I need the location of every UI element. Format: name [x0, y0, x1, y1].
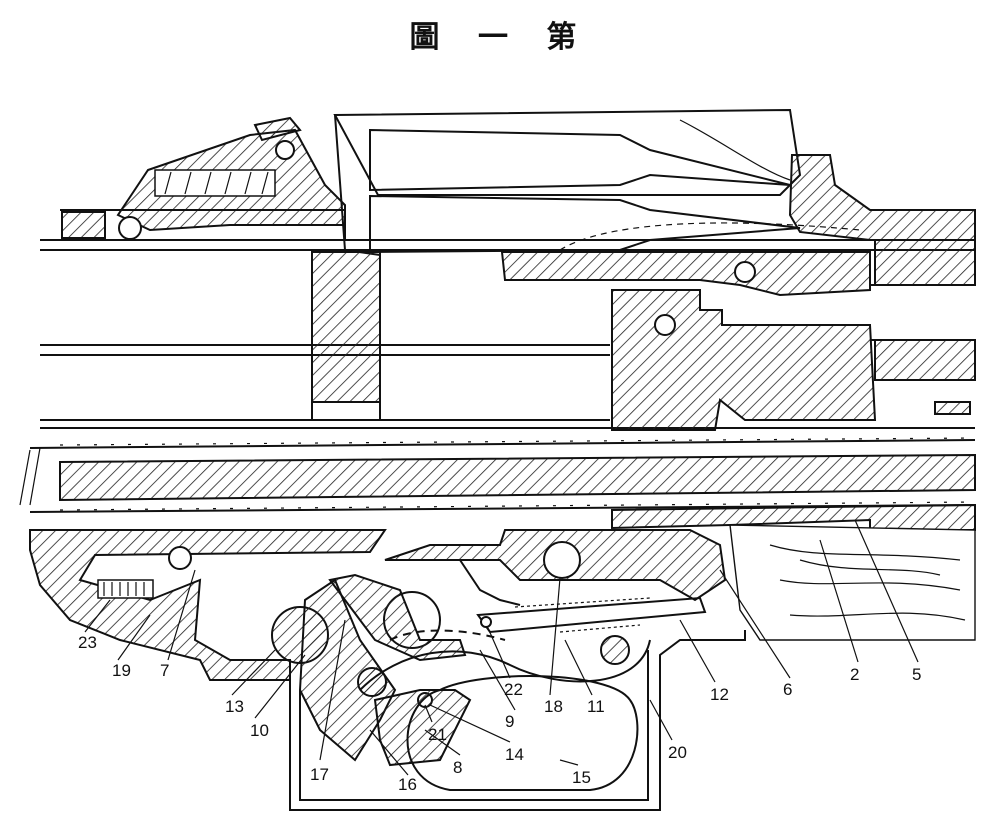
part-number: 22 — [504, 680, 523, 699]
sear-spring-23 — [97, 579, 154, 599]
part-number: 11 — [587, 697, 605, 716]
part-number: 5 — [912, 665, 921, 684]
bolt-assembly — [311, 239, 976, 431]
part-number: 21 — [428, 725, 447, 744]
part-number: 15 — [572, 768, 591, 787]
part-number: 2 — [850, 665, 859, 684]
part-number: 13 — [225, 697, 244, 716]
part-number: 19 — [112, 661, 131, 680]
part-number: 12 — [710, 685, 729, 704]
part-number: 8 — [453, 758, 462, 777]
part-labels: 2 5 6 7 8 9 10 11 12 13 14 15 16 17 18 1… — [78, 519, 921, 794]
lower-receiver — [29, 503, 976, 681]
part-number: 7 — [160, 661, 169, 680]
part-number: 10 — [250, 721, 269, 740]
top-cover-spring — [154, 169, 276, 197]
recoil-spring-rod — [19, 437, 976, 513]
part-number: 9 — [505, 712, 514, 731]
cartridges — [333, 108, 861, 256]
part-number: 6 — [783, 680, 792, 699]
trigger-guard — [289, 630, 746, 811]
trigger-link-spring — [476, 596, 707, 665]
part-number: 18 — [544, 697, 563, 716]
part-number: 14 — [505, 745, 524, 764]
part-number: 17 — [310, 765, 329, 784]
figure-title: 圖 一 第 — [409, 20, 591, 55]
part-number: 20 — [668, 743, 687, 762]
part-number: 23 — [78, 633, 97, 652]
trigger-mechanism — [271, 529, 727, 767]
part-number: 16 — [398, 775, 417, 794]
top-cover-assembly — [116, 116, 346, 240]
